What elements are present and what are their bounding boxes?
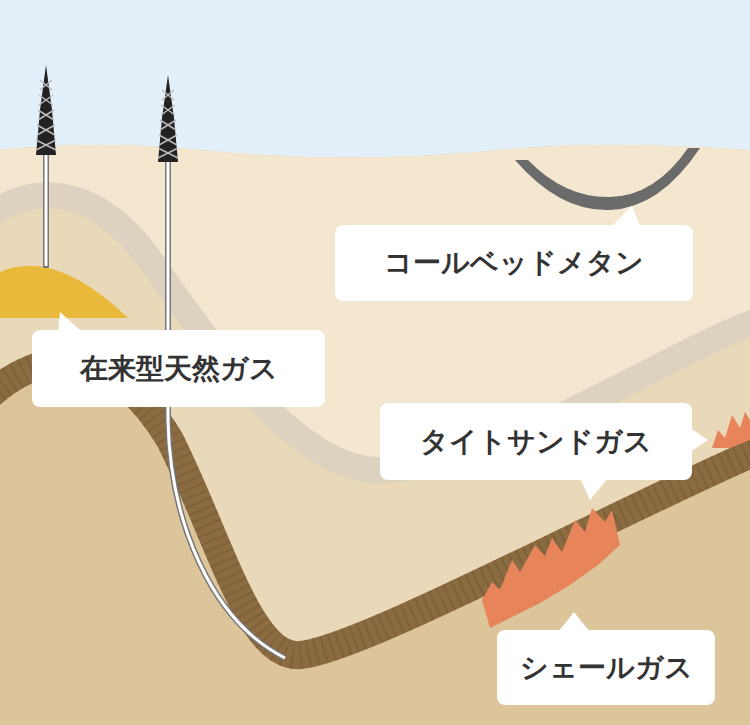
callout-box: コールベッドメタン (335, 225, 693, 301)
callout-tail (58, 312, 82, 332)
callout-tail (612, 206, 640, 226)
callout-label: タイトサンドガス (420, 425, 652, 459)
coal-seam (515, 148, 700, 210)
cap-rock-layer (0, 195, 750, 470)
derrick (158, 75, 178, 162)
callout-box: 在来型天然ガス (32, 330, 325, 407)
callout-tail (558, 612, 590, 632)
derrick (36, 65, 56, 155)
tight-sand-gas (482, 508, 620, 628)
callout-label: 在来型天然ガス (80, 352, 278, 386)
well-pipe (45, 150, 48, 266)
well-pipe (43, 150, 49, 268)
middle-ground (0, 145, 750, 655)
callout-label: コールベッドメタン (384, 246, 644, 280)
tight-sand-gas (712, 412, 750, 448)
gas-reservoir (0, 266, 128, 318)
callout-label: シェールガス (520, 651, 693, 685)
callout-box: シェールガス (497, 630, 715, 705)
callout-box: タイトサンドガス (380, 403, 692, 480)
callout-tail (690, 428, 708, 452)
callout-tail (580, 478, 608, 500)
